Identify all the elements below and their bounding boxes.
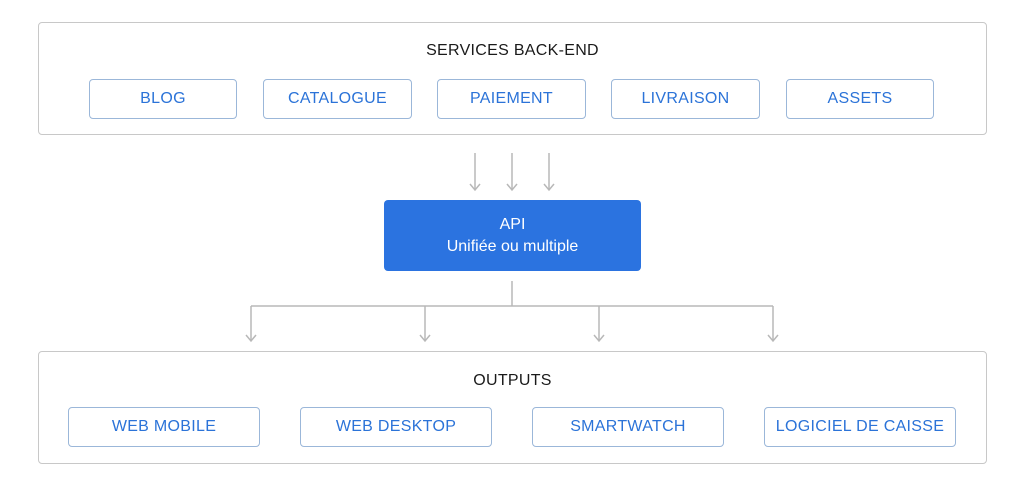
api-title: API — [499, 215, 526, 233]
service-assets: ASSETS — [786, 79, 934, 119]
output-smartwatch: SMARTWATCH — [532, 407, 724, 447]
backend-title: SERVICES BACK-END — [426, 42, 599, 59]
service-paiement: PAIEMENT — [437, 79, 586, 119]
api-subtitle: Unifiée ou multiple — [446, 237, 579, 255]
api-box: API Unifiée ou multiple — [384, 200, 641, 271]
output-logiciel-de-caisse: LOGICIEL DE CAISSE — [764, 407, 956, 447]
service-livraison: LIVRAISON — [611, 79, 760, 119]
service-catalogue: CATALOGUE — [263, 79, 412, 119]
service-blog: BLOG — [89, 79, 237, 119]
output-web-desktop: WEB DESKTOP — [300, 407, 492, 447]
output-web-mobile: WEB MOBILE — [68, 407, 260, 447]
outputs-title: OUTPUTS — [473, 372, 552, 389]
